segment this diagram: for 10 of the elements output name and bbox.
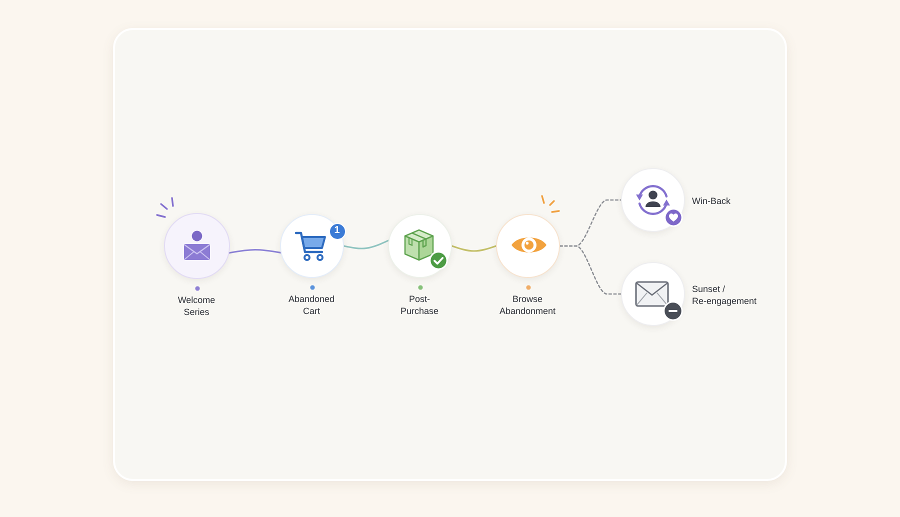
- step-label: Welcome Series: [176, 294, 216, 318]
- step-label: Abandoned Cart: [287, 293, 336, 317]
- step-label: Browse Abandonment: [498, 293, 557, 317]
- connector-line: [343, 240, 390, 250]
- connector-line: [559, 245, 622, 295]
- step-label: Post-Purchase: [399, 293, 440, 317]
- connector-line: [228, 248, 282, 254]
- step-label: Win-Back: [692, 195, 732, 207]
- step-label: Sunset / Re-engagement: [692, 283, 758, 307]
- connector-line: [451, 245, 497, 252]
